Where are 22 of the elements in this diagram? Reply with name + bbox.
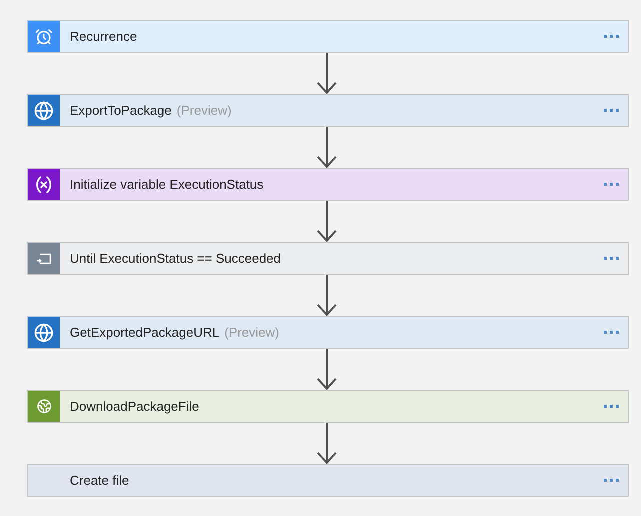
arrow <box>317 53 337 94</box>
action-card <box>27 316 629 349</box>
action-title: Recurrence <box>70 28 138 46</box>
action-title: Until ExecutionStatus == Succeeded <box>70 250 282 268</box>
arrow <box>317 349 337 390</box>
action-tag: (Preview) <box>224 322 280 342</box>
action-card <box>27 94 629 127</box>
action-title: GetExportedPackageURL <box>70 324 220 342</box>
action-card <box>27 390 629 423</box>
action-title: ExportToPackage <box>70 102 172 120</box>
action-tag: (Preview) <box>176 100 232 120</box>
action-title: Create file <box>70 472 130 490</box>
arrow <box>317 127 337 168</box>
action-title: DownloadPackageFile <box>70 398 200 416</box>
action-title: Initialize variable ExecutionStatus <box>70 176 264 194</box>
arrow <box>317 201 337 242</box>
action-card <box>27 242 629 275</box>
action-card <box>27 20 629 53</box>
action-card <box>27 168 629 201</box>
arrow <box>317 423 337 464</box>
arrow <box>317 275 337 316</box>
action-card <box>27 464 629 497</box>
